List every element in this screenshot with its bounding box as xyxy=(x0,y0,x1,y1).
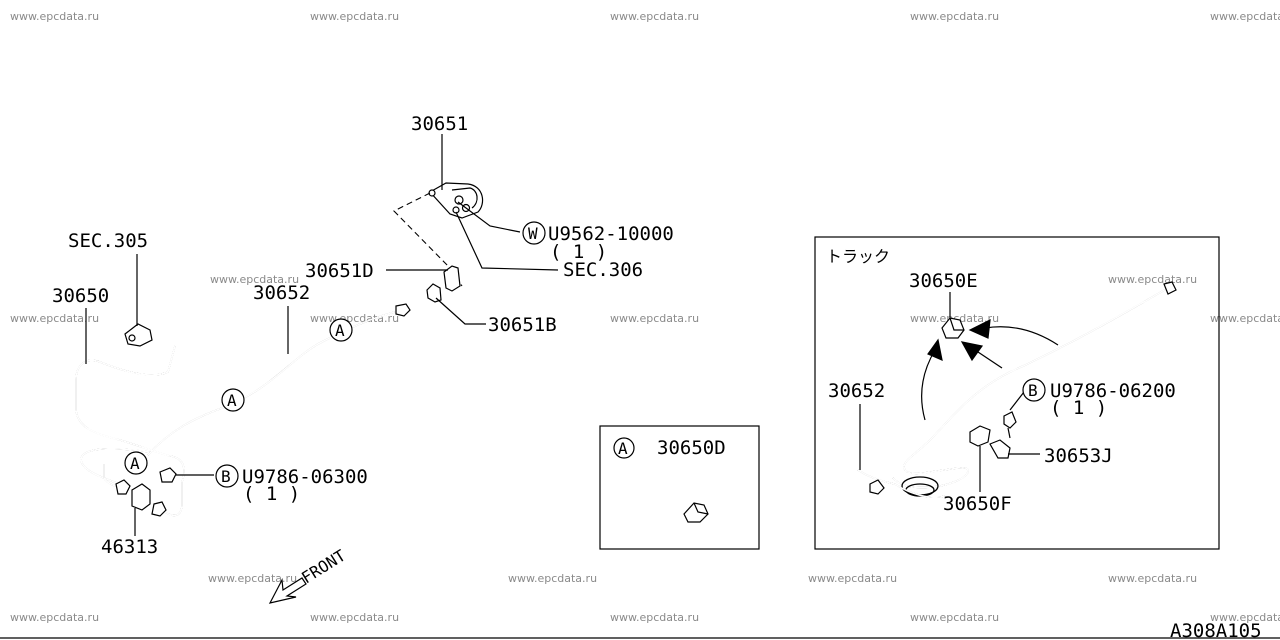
label-b-qty: ( 1 ) xyxy=(243,483,300,505)
label-30653j: 30653J xyxy=(1044,445,1113,467)
watermark: www.epcdata.ru xyxy=(1210,611,1280,624)
connector-sec305 xyxy=(124,323,153,347)
watermark-layer: www.epcdata.ru www.epcdata.ru www.epcdat… xyxy=(10,10,1280,624)
watermark: www.epcdata.ru xyxy=(610,10,699,23)
svg-text:W: W xyxy=(528,224,538,243)
clamp-30653j xyxy=(989,439,1011,459)
marker-b-truck: B xyxy=(1022,378,1046,402)
label-u9562-10000: U9562-10000 xyxy=(548,223,674,245)
watermark: www.epcdata.ru xyxy=(610,611,699,624)
label-u9786-06300: U9786-06300 xyxy=(242,466,368,488)
svg-text:B: B xyxy=(1028,381,1038,400)
truck-title: トラック xyxy=(826,247,890,266)
clamp-46313 xyxy=(131,483,151,511)
label-30650: 30650 xyxy=(52,285,109,307)
watermark: www.epcdata.ru xyxy=(210,273,299,286)
watermark: www.epcdata.ru xyxy=(10,312,99,325)
label-w-qty: ( 1 ) xyxy=(550,241,607,263)
label-truck-30652: 30652 xyxy=(828,380,885,402)
svg-text:A: A xyxy=(130,454,140,473)
label-sec306: SEC.306 xyxy=(563,259,643,281)
label-30651d: 30651D xyxy=(305,260,374,282)
bolt-fitting xyxy=(159,467,177,483)
watermark: www.epcdata.ru xyxy=(610,312,699,325)
clip-30651b xyxy=(426,283,442,303)
watermark: www.epcdata.ru xyxy=(910,10,999,23)
watermark: www.epcdata.ru xyxy=(208,572,297,585)
label-truck-b-qty: ( 1 ) xyxy=(1050,397,1107,419)
watermark: www.epcdata.ru xyxy=(910,611,999,624)
clip-30651d xyxy=(443,265,461,292)
watermark: www.epcdata.ru xyxy=(310,10,399,23)
label-30650e: 30650E xyxy=(909,270,978,292)
bracket-30651-group xyxy=(393,182,484,303)
watermark: www.epcdata.ru xyxy=(310,312,399,325)
label-30651b: 30651B xyxy=(488,314,557,336)
marker-a-middle: A xyxy=(221,388,245,412)
label-30650d: 30650D xyxy=(657,437,726,459)
watermark: www.epcdata.ru xyxy=(1210,312,1280,325)
svg-text:A: A xyxy=(227,391,237,410)
label-46313: 46313 xyxy=(101,536,158,558)
svg-text:A: A xyxy=(335,321,345,340)
watermark: www.epcdata.ru xyxy=(310,611,399,624)
clip-30650d xyxy=(683,502,709,523)
watermark: www.epcdata.ru xyxy=(1210,10,1280,23)
svg-text:A: A xyxy=(618,439,628,458)
inset-detail-a: A 30650D xyxy=(599,425,760,550)
marker-a-upper: A xyxy=(329,318,353,342)
label-u9786-06200: U9786-06200 xyxy=(1050,380,1176,402)
label-front: FRONT xyxy=(298,546,349,588)
watermark: www.epcdata.ru xyxy=(808,572,897,585)
bolt-fitting-truck xyxy=(1003,411,1017,429)
watermark: www.epcdata.ru xyxy=(10,10,99,23)
label-30652: 30652 xyxy=(253,282,310,304)
pipe-30652 xyxy=(147,303,411,456)
label-30651: 30651 xyxy=(411,113,468,135)
label-30650f: 30650F xyxy=(943,493,1012,515)
pipe-30650 xyxy=(75,345,185,517)
watermark: www.epcdata.ru xyxy=(1108,273,1197,286)
clip-30650f xyxy=(969,425,991,447)
watermark: www.epcdata.ru xyxy=(508,572,597,585)
marker-w: W xyxy=(522,221,546,245)
svg-text:B: B xyxy=(221,467,231,486)
marker-a-lower: A xyxy=(124,451,148,475)
watermark: www.epcdata.ru xyxy=(1108,572,1197,585)
marker-b: B xyxy=(215,464,239,488)
label-sec305: SEC.305 xyxy=(68,230,148,252)
watermark: www.epcdata.ru xyxy=(10,611,99,624)
diagram-ref-code: A308A105 xyxy=(1170,620,1262,640)
inset-truck: トラック 30650E 30652 B xyxy=(814,236,1220,550)
